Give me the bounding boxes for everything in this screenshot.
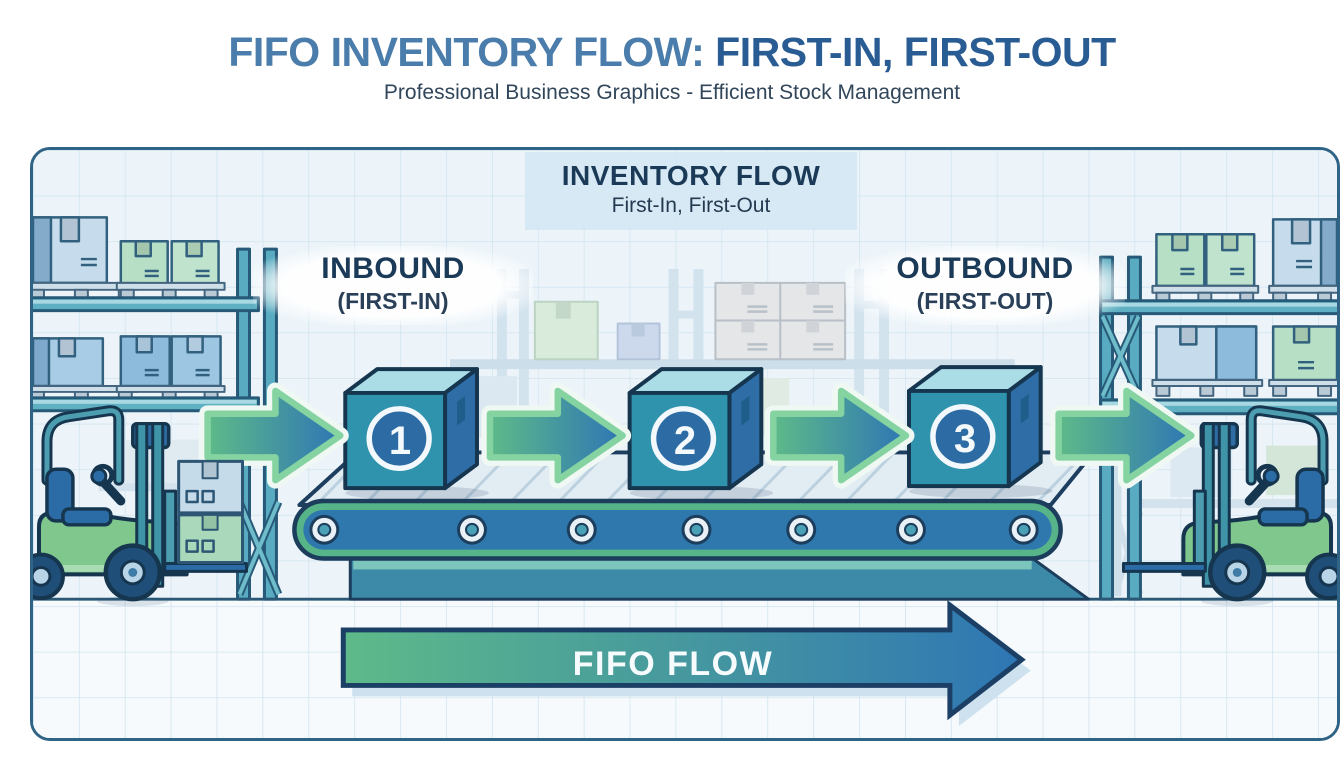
outbound-label: OUTBOUND (FIRST-OUT): [845, 246, 1125, 325]
fifo-flow-arrow-icon: [340, 600, 1031, 727]
outbound-label-sub: (FIRST-OUT): [916, 288, 1054, 314]
outbound-label-title: OUTBOUND: [896, 252, 1074, 285]
inbound-label: INBOUND (FIRST-IN): [253, 246, 533, 325]
conveyor-rollers: [309, 514, 1039, 545]
flow-arrow-2-icon: [481, 382, 632, 489]
inventory-box-2: [627, 367, 774, 501]
page-title-part2: FIRST-IN, FIRST-OUT: [715, 29, 1116, 75]
page-title: FIFO INVENTORY FLOW: FIRST-IN, FIRST-OUT: [0, 29, 1344, 75]
station-2-number: 2: [673, 418, 697, 463]
inventory-box-3: [906, 365, 1053, 499]
right-forklift-icon: [1121, 405, 1337, 607]
station-1-number: 1: [388, 418, 412, 463]
page-title-part1: FIFO INVENTORY FLOW:: [228, 29, 705, 75]
flow-arrow-1-icon: [199, 382, 349, 489]
left-forklift-icon: [33, 405, 249, 607]
banner-subtitle: First-In, First-Out: [611, 194, 771, 217]
fifo-flow-label: FIFO FLOW: [572, 645, 774, 683]
diagram-panel: INVENTORY FLOW First-In, First-Out INBOU…: [30, 147, 1340, 741]
page-subtitle: Professional Business Graphics - Efficie…: [383, 81, 961, 105]
inventory-box-1: [343, 367, 489, 501]
header: FIFO INVENTORY FLOW: FIRST-IN, FIRST-OUT…: [0, 29, 1344, 105]
flow-arrow-3-icon: [764, 382, 915, 489]
banner-title: INVENTORY FLOW: [561, 160, 821, 191]
inbound-label-title: INBOUND: [321, 252, 465, 285]
station-3-number: 3: [953, 416, 977, 461]
flow-arrow-4-icon: [1050, 382, 1200, 489]
inventory-flow-banner: INVENTORY FLOW First-In, First-Out: [525, 152, 857, 230]
inbound-label-sub: (FIRST-IN): [337, 288, 449, 314]
